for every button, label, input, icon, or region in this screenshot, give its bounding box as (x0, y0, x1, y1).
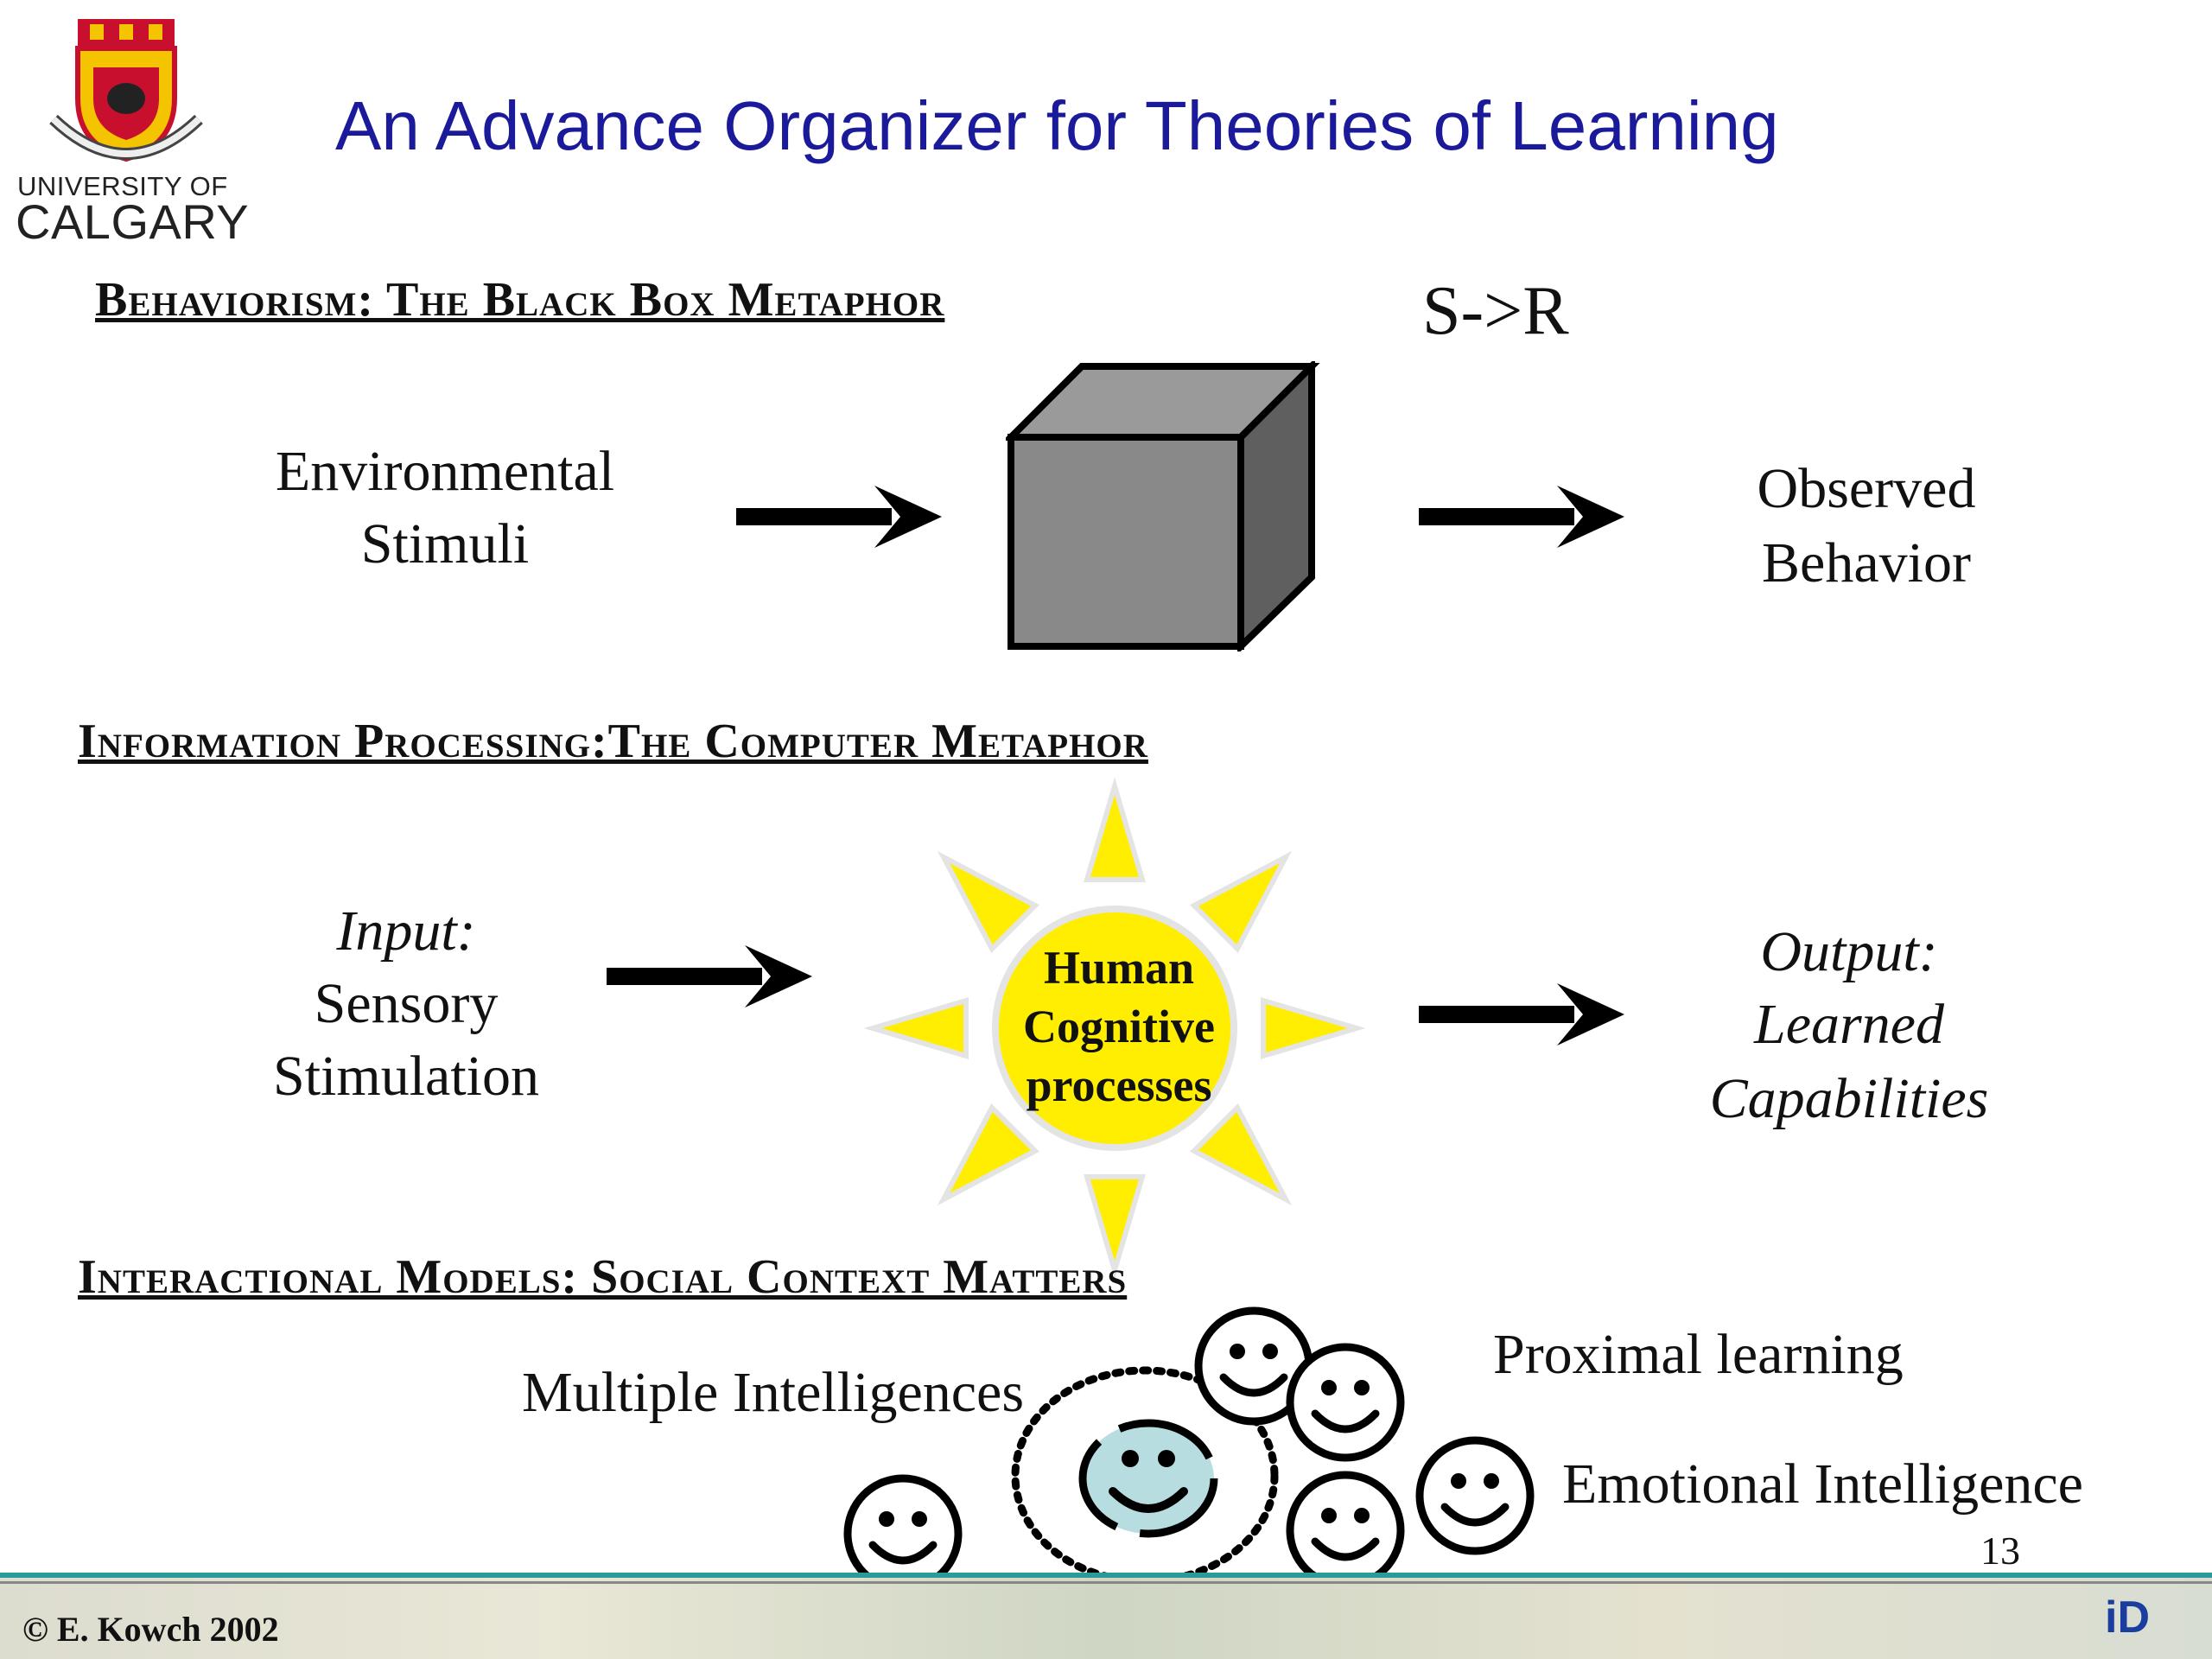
proximal-learning-label: Proximal learning (1493, 1323, 1904, 1386)
footer-divider-line (0, 1581, 2212, 1584)
info-input-line1: Sensory (314, 972, 499, 1035)
emotional-intelligence-label: Emotional Intelligence (1562, 1452, 2083, 1516)
info-output-line2: Capabilities (1709, 1067, 1989, 1130)
sun-icon (864, 778, 1365, 1279)
stimulus-response-formula: S->R (1422, 273, 1569, 349)
black-box-cube-icon (1006, 361, 1320, 652)
footer-accent-line (0, 1573, 2212, 1578)
core-line-2: Cognitive (1023, 1001, 1215, 1052)
university-name-small: UNIVERSITY OF (17, 171, 228, 201)
footer-background (0, 1574, 2212, 1659)
interactional-heading: Interactional Models: Social Context Mat… (78, 1250, 1128, 1304)
info-input-line2: Stimulation (272, 1045, 540, 1108)
smiley-face-icon (1286, 1343, 1405, 1462)
id-logo: iD (2105, 1592, 2150, 1643)
arrow-right-icon (736, 486, 942, 548)
behaviorism-output-line1: Observed (1757, 457, 1976, 520)
smiley-face-icon (1415, 1436, 1535, 1555)
behaviorism-heading: Behaviorism: The Black Box Metaphor (95, 273, 945, 327)
core-line-3: processes (1026, 1059, 1212, 1111)
core-line-1: Human (1043, 942, 1195, 994)
behaviorism-output-line2: Behavior (1762, 531, 1971, 594)
arrow-right-icon (607, 945, 812, 1007)
behaviorism-input-line2: Stimuli (360, 512, 530, 575)
info-input-label: Input: (336, 899, 476, 963)
university-crest (48, 16, 204, 171)
slide-title: An Advance Organizer for Theories of Lea… (335, 87, 1779, 164)
copyright-notice: © E. Kowch 2002 (22, 1610, 279, 1649)
info-processing-heading: Information Processing:The Computer Meta… (78, 715, 1148, 768)
university-name-big: CALGARY (16, 194, 250, 249)
smiley-face-icon (1286, 1471, 1405, 1590)
smiley-face-icon (843, 1474, 963, 1593)
smiley-face-highlighted-icon (1078, 1419, 1218, 1538)
multiple-intelligences-label: Multiple Intelligences (522, 1361, 1025, 1424)
cognitive-core-label: Human Cognitive processes (985, 938, 1253, 1115)
behaviorism-input-line1: Environmental (275, 440, 615, 503)
info-output-label: Output: (1760, 920, 1938, 983)
arrow-right-icon (1419, 983, 1624, 1046)
arrow-right-icon (1419, 486, 1624, 548)
info-output-line1: Learned (1754, 993, 1944, 1056)
page-number: 13 (1980, 1529, 2020, 1573)
